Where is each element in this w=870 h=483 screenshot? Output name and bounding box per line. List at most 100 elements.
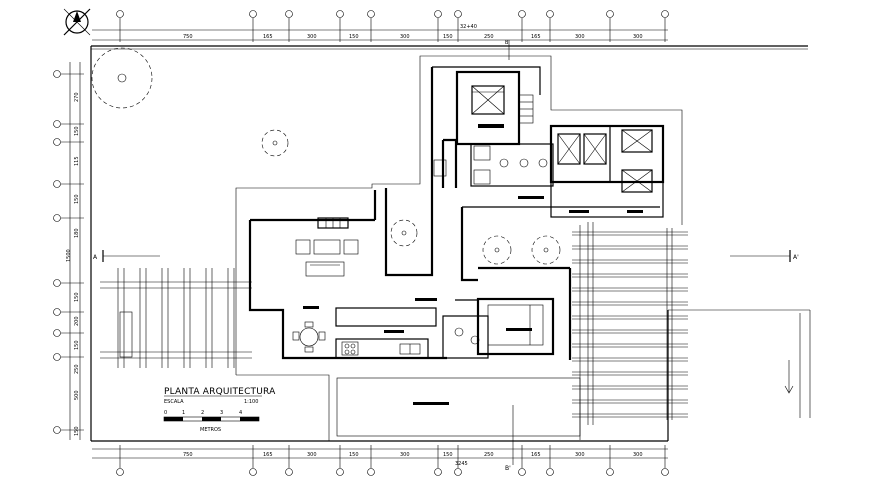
kitchen-sink-icon [399, 343, 421, 355]
dim-top-2: 165 [263, 34, 273, 40]
scale-tick-2: 2 [201, 410, 204, 416]
room-tag-dining [303, 306, 319, 309]
single-bed-1-icon [557, 133, 581, 165]
dim-left-9: 150 [74, 340, 80, 350]
section-marker-a-left: A [93, 250, 160, 262]
pergola-right [572, 222, 688, 425]
scale-tick-4: 4 [239, 410, 242, 416]
scale-label: ESCALA [164, 399, 184, 405]
section-label-b-prime: B' [505, 465, 511, 472]
wardrobe-icon [518, 94, 534, 124]
dim-bottom-7: 250 [484, 452, 494, 458]
scale-tick-1: 1 [182, 410, 185, 416]
scale-units: METROS [200, 427, 221, 433]
left-dimension-line: 270 150 115 150 180 1500 150 200 150 250… [53, 62, 84, 440]
main-walls [248, 66, 665, 360]
dim-left-6: 1500 [66, 249, 72, 262]
scale-value: 1:100 [244, 399, 258, 405]
dim-left-11: 500 [74, 390, 80, 400]
north-compass-icon [63, 8, 91, 36]
sink-icon [433, 159, 447, 177]
room-tag-corridor [518, 196, 544, 199]
dim-left-8: 200 [74, 316, 80, 326]
dim-top-8: 165 [531, 34, 541, 40]
section-label-b: B [505, 40, 509, 46]
top-axis-markers [116, 10, 669, 42]
dim-left-4: 150 [74, 194, 80, 204]
master-bedroom [455, 70, 521, 146]
site-boundary [90, 45, 811, 442]
dim-left-7: 150 [74, 292, 80, 302]
dim-top-5: 300 [400, 34, 410, 40]
drawing-title-block: PLANTA ARQUITECTURA ESCALA 1:100 0 1 2 3… [163, 387, 276, 433]
scale-tick-3: 3 [220, 410, 223, 416]
bathtub-icon [473, 145, 491, 185]
dim-top-7: 250 [484, 34, 494, 40]
tree-small-icon [261, 129, 289, 157]
room-tag-closet-1 [569, 210, 589, 213]
lower-bedroom [476, 297, 555, 356]
room-tag-master [478, 124, 504, 128]
dim-bottom-4: 150 [349, 452, 359, 458]
dim-left-1: 270 [74, 92, 80, 102]
garden-trees [91, 47, 561, 265]
dim-bottom-3: 300 [307, 452, 317, 458]
lower-bed-icon [487, 304, 544, 346]
dim-left-5: 180 [74, 228, 80, 238]
section-marker-b: B B' [505, 40, 511, 472]
fireplace-icon [317, 217, 349, 229]
kitchen-counter [335, 307, 437, 327]
stove-icon [341, 341, 359, 356]
dim-bottom-10: 300 [633, 452, 643, 458]
room-tag-bedroom [506, 328, 532, 331]
dim-bottom-5: 300 [400, 452, 410, 458]
dim-bottom-8: 165 [531, 452, 541, 458]
single-bed-3-icon [621, 129, 653, 153]
section-label-a-prime: A' [793, 254, 799, 261]
tree-terrace-1-icon [482, 235, 512, 265]
section-label-a: A [93, 254, 98, 261]
dim-top-9: 300 [575, 34, 585, 40]
dim-left-3: 115 [74, 156, 80, 166]
dim-bottom-6: 150 [443, 452, 453, 458]
room-tag-closet-2 [627, 210, 643, 213]
dining-table-icon [292, 321, 326, 353]
bottom-axis-markers [116, 445, 669, 476]
entry-arrow-icon [784, 360, 794, 394]
dim-left-10: 250 [74, 364, 80, 374]
dim-bottom-1: 750 [183, 452, 193, 458]
dim-bottom-2: 165 [263, 452, 273, 458]
top-dimension-line: 750 165 300 150 300 150 250 165 300 300 … [92, 10, 669, 42]
double-bed-icon [471, 85, 505, 115]
single-bed-2-icon [583, 133, 607, 165]
bottom-dimension-line: 750 165 300 150 300 150 250 165 300 300 … [92, 445, 669, 476]
room-tag-hall [415, 298, 437, 301]
graphic-scale-bar [163, 416, 260, 422]
tree-patio-icon [390, 219, 418, 247]
room-tag-terrace [413, 402, 449, 405]
dim-top-4: 150 [349, 34, 359, 40]
service-bathroom [442, 315, 489, 359]
living-set-icon [295, 239, 359, 255]
section-marker-a-right: A' [730, 250, 799, 262]
tree-terrace-2-icon [531, 235, 561, 265]
dim-top-3: 300 [307, 34, 317, 40]
single-bed-4-icon [621, 169, 653, 193]
dim-bottom-9: 300 [575, 452, 585, 458]
dim-bottom-total: 3245 [455, 461, 468, 467]
dim-left-12: 150 [74, 426, 80, 436]
room-tag-kitchen [384, 330, 404, 333]
master-bathroom [470, 143, 554, 187]
pergola-left [100, 268, 252, 368]
drawing-title: PLANTA ARQUITECTURA [164, 387, 276, 397]
lower-terrace [336, 377, 581, 437]
toilet-icon [454, 158, 548, 345]
dim-top-6: 150 [443, 34, 453, 40]
dim-top-total: 32+40 [460, 24, 477, 30]
building-footprint [235, 55, 683, 465]
dim-left-2: 150 [74, 126, 80, 136]
dim-top-10: 300 [633, 34, 643, 40]
tree-large-icon [91, 47, 153, 109]
scale-tick-0: 0 [164, 410, 167, 416]
